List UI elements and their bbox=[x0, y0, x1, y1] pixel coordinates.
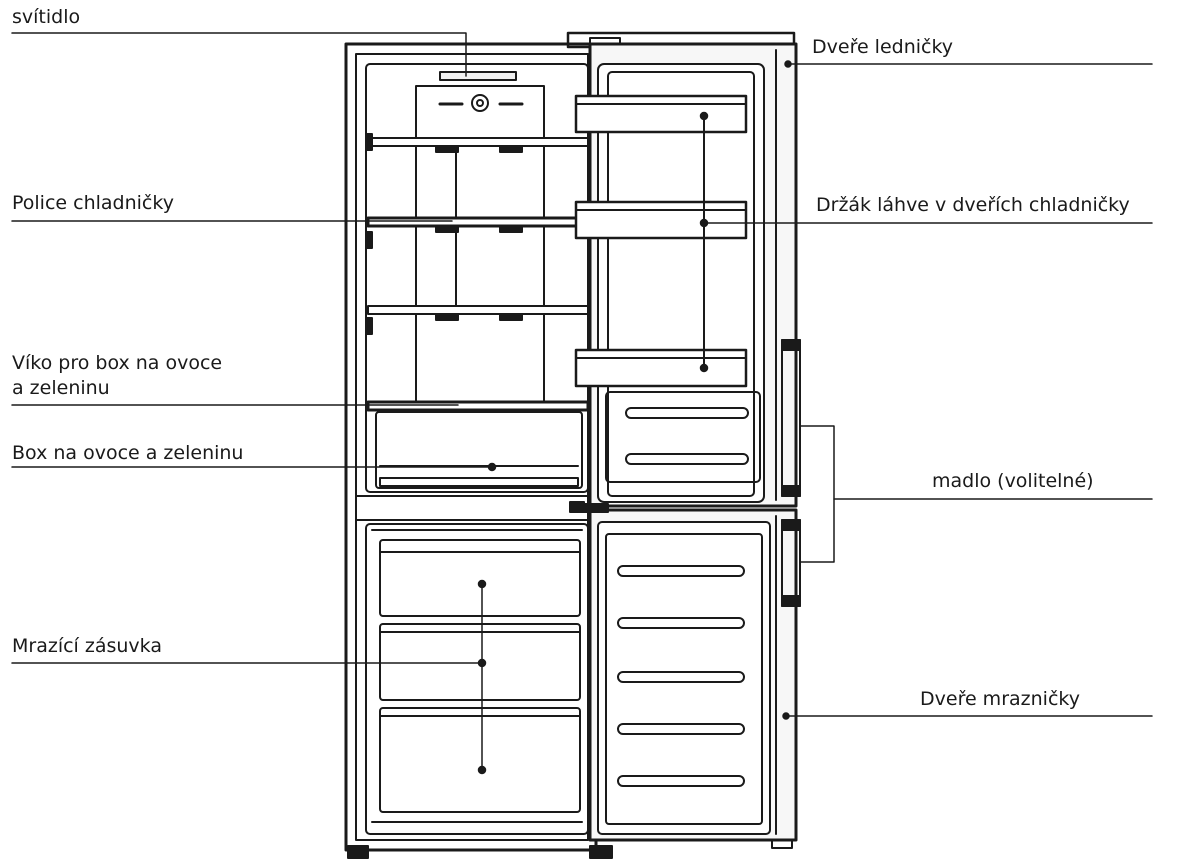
crisper bbox=[368, 402, 588, 488]
light-panel bbox=[416, 72, 544, 140]
label-crisper-lid-line1: Víko pro box na ovoce bbox=[12, 350, 222, 376]
label-door-bottle-holder: Držák láhve v dveřích chladničky bbox=[816, 192, 1130, 218]
label-freezer-drawer: Mrazící zásuvka bbox=[12, 633, 162, 659]
leader-handle bbox=[800, 426, 834, 562]
label-fridge-shelf: Police chladničky bbox=[12, 190, 174, 216]
fridge-shelves bbox=[366, 134, 588, 334]
label-fridge-door: Dveře ledničky bbox=[812, 34, 953, 60]
freezer-door-drawing bbox=[578, 504, 800, 840]
compartment-divider bbox=[356, 496, 588, 520]
label-crisper-box: Box na ovoce a zeleninu bbox=[12, 440, 243, 466]
label-light: svítidlo bbox=[12, 4, 80, 30]
fridge-compartment bbox=[366, 64, 588, 492]
label-handle: madlo (volitelné) bbox=[932, 468, 1094, 494]
freezer-compartment bbox=[366, 524, 588, 834]
label-freezer-door: Dveře mrazničky bbox=[920, 686, 1080, 712]
label-crisper-lid-line2: a zeleninu bbox=[12, 375, 110, 401]
fridge-door-drawing bbox=[576, 44, 800, 506]
